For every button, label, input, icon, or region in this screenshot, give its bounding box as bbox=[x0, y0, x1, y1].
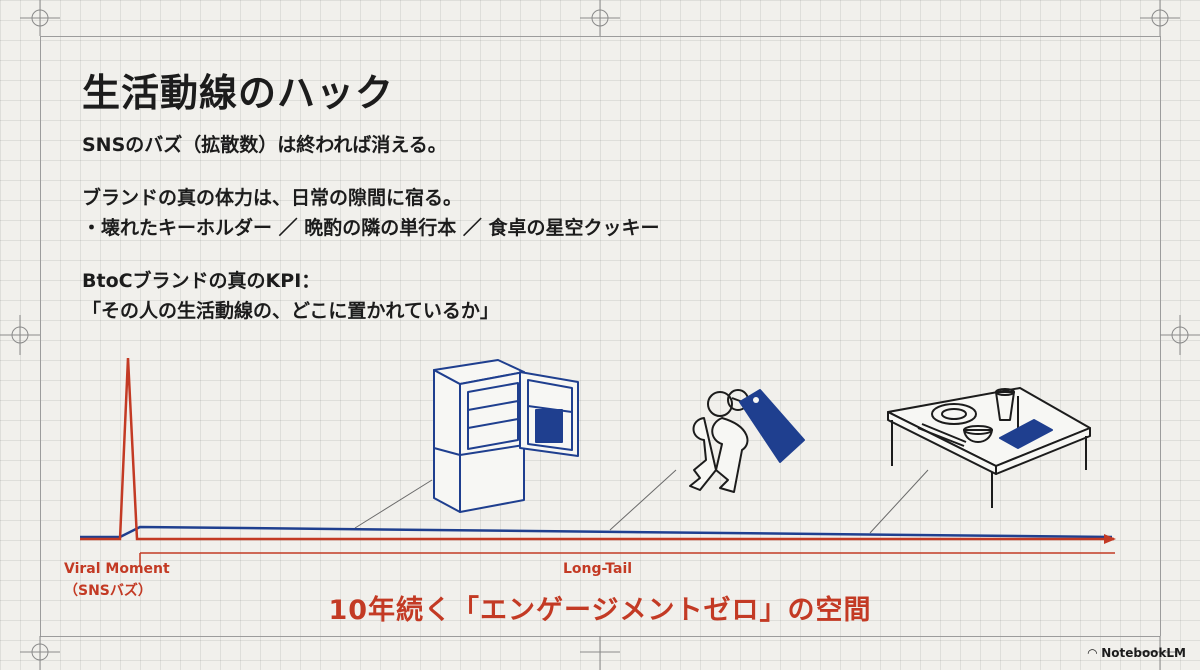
frame-right bbox=[1160, 36, 1161, 636]
body-line-sns: SNSのバズ（拡散数）は終われば消える。 bbox=[82, 134, 447, 156]
crosshair-bottom-center bbox=[580, 636, 620, 670]
slide-title: 生活動線のハック bbox=[82, 71, 395, 115]
keychain-icon bbox=[689, 389, 805, 493]
notebooklm-icon: ◠ bbox=[1087, 646, 1097, 660]
viral-moment-sublabel: （SNSバズ） bbox=[64, 583, 152, 599]
viral-spike-line bbox=[80, 357, 1116, 544]
dining-table-icon bbox=[887, 387, 1091, 508]
brand-label: NotebookLM bbox=[1101, 646, 1186, 660]
crosshair-mid-right bbox=[1160, 315, 1200, 355]
notebooklm-logo: ◠ NotebookLM bbox=[1088, 646, 1186, 660]
body-line-brand-power: ブランドの真の体力は、日常の隙間に宿る。 bbox=[82, 187, 463, 209]
crosshair-top-left bbox=[20, 0, 60, 36]
long-tail-bracket bbox=[139, 552, 1115, 566]
frame-top bbox=[40, 36, 1160, 37]
crosshair-bottom-right bbox=[1140, 636, 1180, 670]
crosshair-mid-left bbox=[0, 315, 40, 355]
refrigerator-icon bbox=[433, 359, 579, 513]
crosshair-top-center bbox=[580, 0, 620, 36]
body-line-kpi: BtoCブランドの真のKPI： bbox=[82, 270, 321, 292]
body-line-examples: ・壊れたキーホルダー ／ 晩酌の隣の単行本 ／ 食卓の星空クッキー bbox=[82, 217, 660, 239]
engagement-zero-headline: 10年続く「エンゲージメントゼロ」の空間 bbox=[328, 595, 872, 626]
body-line-kpi-definition: 「その人の生活動線の、どこに置かれているか」 bbox=[82, 300, 499, 322]
crosshair-top-right bbox=[1140, 0, 1180, 36]
navy-baseline bbox=[80, 525, 1113, 539]
leader-lines bbox=[354, 469, 929, 534]
viral-moment-label: Viral Moment bbox=[64, 561, 170, 577]
crosshair-bottom-left bbox=[20, 636, 60, 670]
frame-left bbox=[40, 36, 41, 636]
long-tail-label: Long-Tail bbox=[563, 561, 633, 577]
